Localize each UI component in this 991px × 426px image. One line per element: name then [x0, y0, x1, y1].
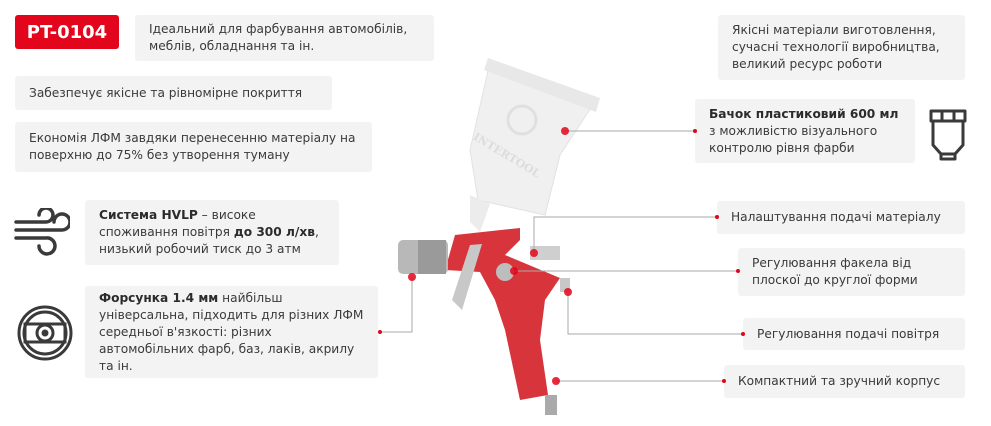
feature-coating: Забезпечує якісне та рівномірне покриття — [15, 76, 332, 110]
wind-icon — [14, 208, 70, 256]
gun-body — [398, 228, 570, 415]
cup-title: Бачок пластиковий 600 мл — [709, 106, 899, 121]
hvlp-title: Система HVLP — [99, 208, 198, 222]
paint-cup-icon — [929, 109, 967, 161]
nozzle-icon — [17, 305, 73, 361]
feature-fan: Регулювання факела від плоскої до кругло… — [738, 248, 965, 296]
paint-cup: INTERTOOL — [469, 58, 600, 232]
hvlp-flow: до 300 л/хв — [233, 225, 315, 239]
feature-nozzle: Форсунка 1.4 мм найбільш універсальна, п… — [85, 286, 378, 378]
feature-use: Ідеальний для фарбування автомобілів, ме… — [135, 15, 434, 61]
cup-logo-emblem — [506, 104, 538, 136]
feature-cup: Бачок пластиковий 600 мл з можливістю віз… — [695, 99, 915, 163]
feature-body: Компактний та зручний корпус — [724, 365, 965, 398]
callout-dots — [378, 127, 745, 385]
feature-material-feed: Налаштування подачі матеріалу — [717, 201, 965, 234]
feature-hvlp: Система HVLP – високе споживання повітря… — [85, 200, 339, 265]
hvlp-pressure: , низький робочий тиск до 3 атм — [99, 225, 319, 256]
nozzle-text: найбільш універсальна, підходить для різ… — [99, 290, 364, 373]
feature-materials: Якісні матеріали виготовлення, сучасні т… — [718, 15, 965, 80]
feature-economy: Економія ЛФМ завдяки перенесенню матеріа… — [15, 122, 372, 172]
cup-text: з можливістю візуального контролю рівня … — [709, 123, 878, 155]
nozzle-title: Форсунка 1.4 мм — [99, 290, 219, 305]
feature-air: Регулювання подачі повітря — [743, 318, 965, 350]
model-badge: PT-0104 — [15, 15, 119, 49]
hvlp-text: – високе споживання повітря — [99, 208, 256, 239]
